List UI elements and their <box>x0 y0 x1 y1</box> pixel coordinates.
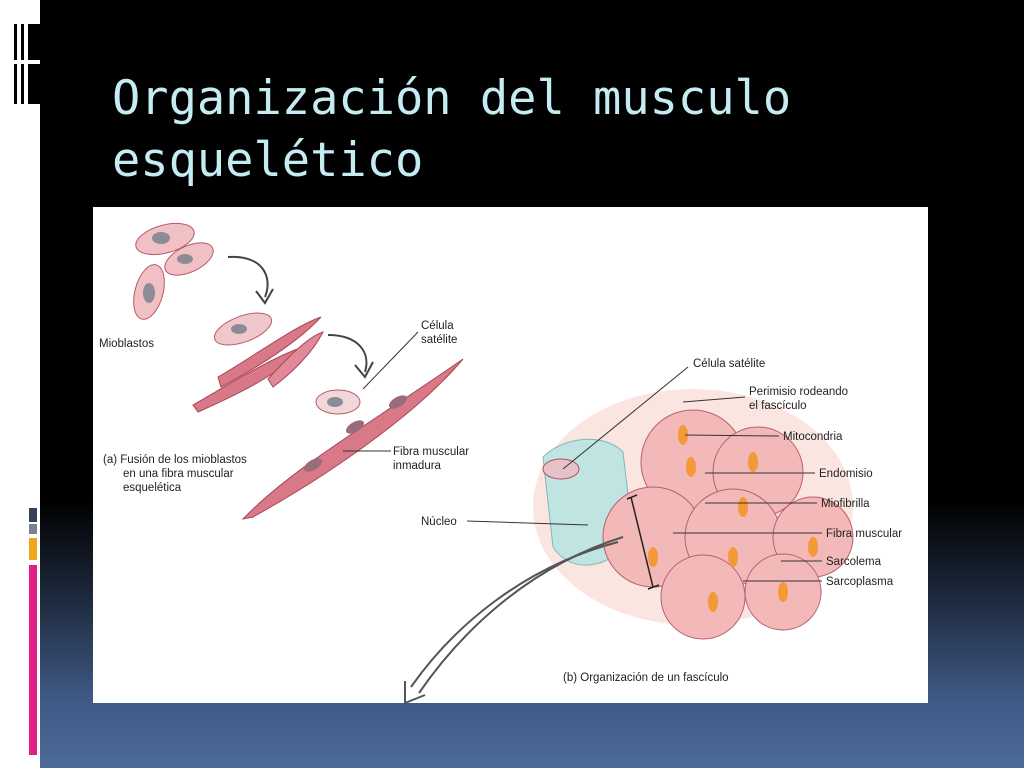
slide-title: Organización del musculo esquelético <box>112 71 792 188</box>
label-caption-b: (b) Organización de un fascículo <box>563 672 729 684</box>
label-celula-satelite-a-2: satélite <box>421 334 457 346</box>
myoblast-cells <box>133 222 214 320</box>
label-caption-a-1: (a) Fusión de los mioblastos <box>103 454 247 466</box>
leader-nucleo <box>466 520 589 526</box>
fusing-myoblasts <box>192 312 324 413</box>
zoom-arrow-icon <box>404 536 624 703</box>
immature-muscle-fiber <box>241 358 464 520</box>
label-perimisio-2: el fascículo <box>749 400 807 412</box>
theme-logo-icon <box>0 24 40 104</box>
label-caption-a-3: esquelética <box>123 482 182 494</box>
label-fibra-muscular: Fibra muscular <box>826 528 902 540</box>
leader-celula-satelite-b <box>562 366 689 470</box>
label-fibra-inmadura-2: inmadura <box>393 460 442 472</box>
label-celula-satelite-a-1: Célula <box>421 320 454 332</box>
arrow-2-icon <box>327 334 374 379</box>
label-fibra-inmadura-1: Fibra muscular <box>393 446 469 458</box>
accent-bar-navy <box>29 508 37 522</box>
label-celula-satelite-b: Célula satélite <box>693 358 765 370</box>
muscle-diagram: Mioblastos Célula satélite (a) Fusión de… <box>93 207 928 703</box>
label-mioblastos: Mioblastos <box>99 338 154 350</box>
leader-mitocondria <box>684 434 780 437</box>
label-caption-a-2: en una fibra muscular <box>123 468 234 480</box>
accent-bar-magenta <box>29 565 37 755</box>
arrow-1-icon <box>227 255 274 305</box>
label-mitocondria: Mitocondria <box>783 431 843 443</box>
label-sarcoplasma: Sarcoplasma <box>826 576 894 588</box>
label-perimisio-1: Perimisio rodeando <box>749 386 848 398</box>
leader-celula-satelite-a <box>362 331 419 390</box>
label-sarcolema: Sarcolema <box>826 556 882 568</box>
label-endomisio: Endomisio <box>819 468 873 480</box>
accent-bar-gray <box>29 524 37 534</box>
leader-perimisio <box>682 396 746 403</box>
label-nucleo: Núcleo <box>421 516 457 528</box>
accent-bar-orange <box>29 538 37 560</box>
label-miofibrilla: Miofibrilla <box>821 498 870 510</box>
fascicle <box>533 389 854 640</box>
